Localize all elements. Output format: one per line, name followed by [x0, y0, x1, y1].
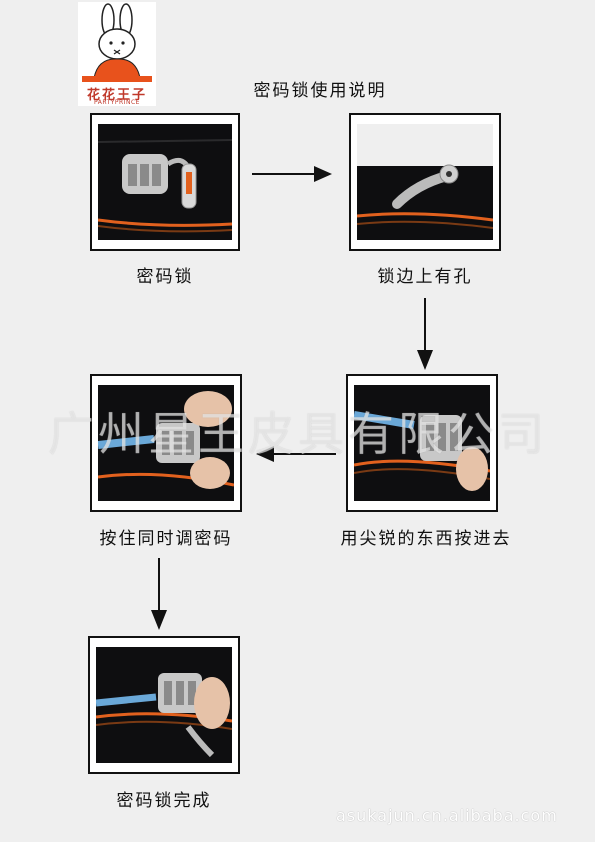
- watermark: 广州星王皮具有限公司: [48, 407, 548, 461]
- rabbit-icon: [82, 3, 152, 82]
- logo-subtext: PARTYPRINCE: [94, 99, 140, 106]
- step-3-caption: 用尖锐的东西按进去: [340, 529, 512, 549]
- step-1-caption: 密码锁: [136, 267, 194, 287]
- step-1-photo: [90, 113, 240, 251]
- page-title: 密码锁使用说明: [253, 81, 387, 101]
- press-hole-image: [354, 385, 490, 501]
- step-4-caption: 按住同时调密码: [99, 529, 233, 549]
- step-2-photo: [349, 113, 501, 251]
- step-5-photo: [88, 636, 240, 774]
- step-4-photo: [90, 374, 242, 512]
- brand-logo: 花花王子 PARTYPRINCE: [78, 2, 156, 106]
- logo-text: 花花王子: [86, 88, 147, 103]
- arrow-left-icon: [256, 446, 336, 462]
- arrow-right-icon: [252, 166, 332, 182]
- arrow-down-icon: [417, 298, 433, 370]
- step-5-caption: 密码锁完成: [116, 791, 212, 811]
- step-3-photo: [346, 374, 498, 512]
- lock-side-hole-image: [357, 124, 493, 240]
- adjust-code-image: [98, 385, 234, 501]
- lock-complete-image: [96, 647, 232, 763]
- arrow-down-icon: [151, 558, 167, 630]
- footer-url: asukajun.cn.alibaba.com: [336, 806, 558, 825]
- step-2-caption: 锁边上有孔: [377, 267, 473, 287]
- combination-lock-image: [98, 124, 232, 240]
